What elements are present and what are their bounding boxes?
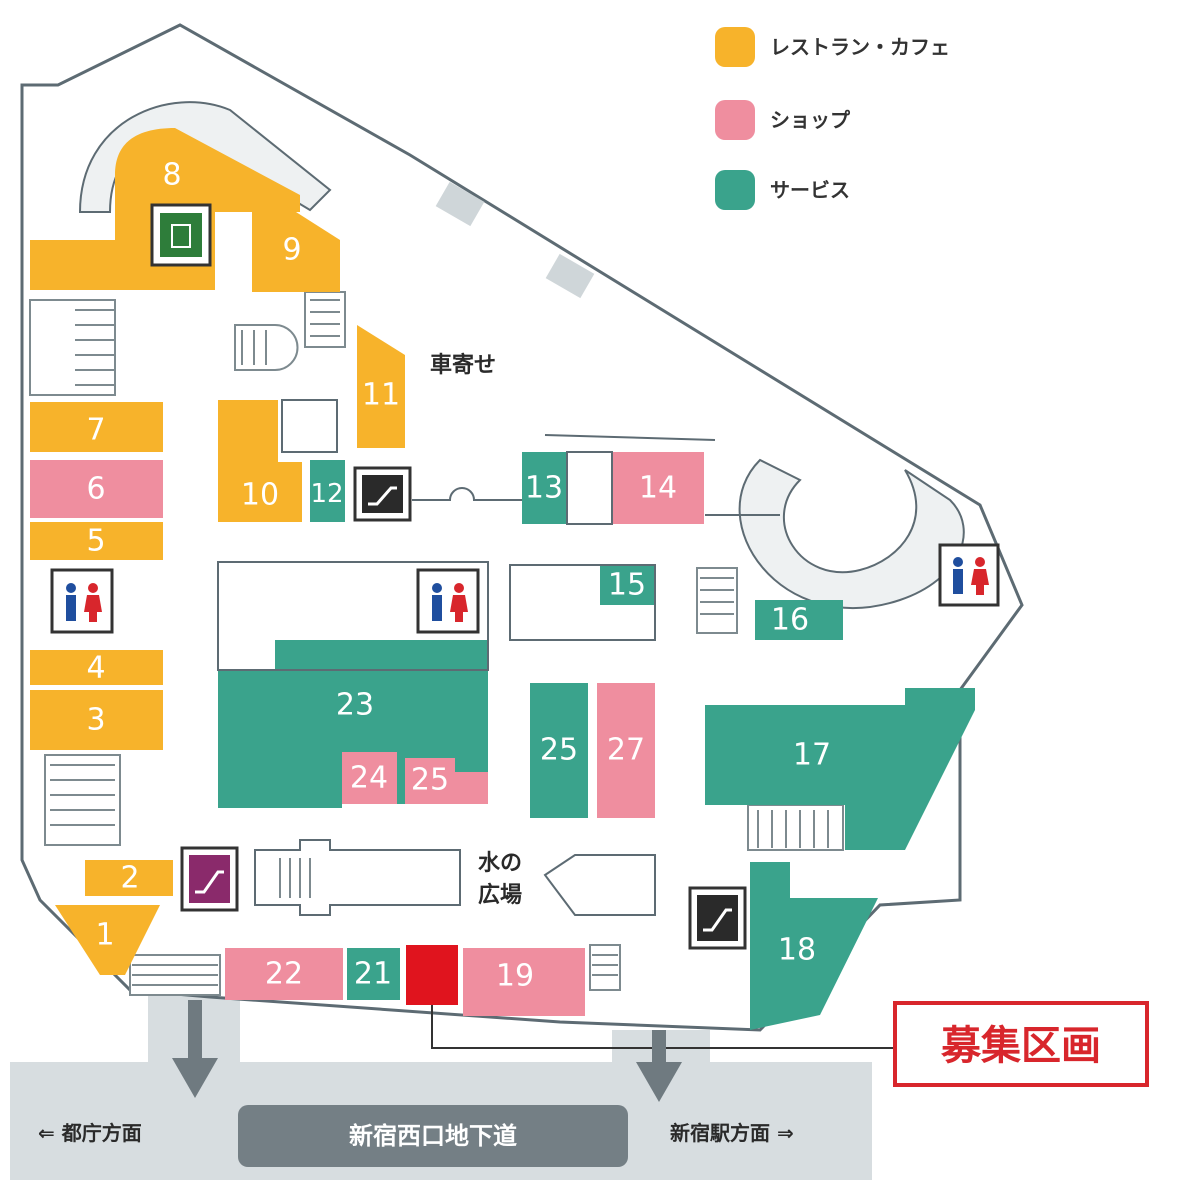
svg-text:2: 2	[120, 861, 139, 896]
unit-27[interactable]: 27	[597, 683, 655, 818]
svg-text:15: 15	[608, 568, 646, 603]
to-station-label[interactable]: 新宿駅方面 ⇒	[670, 1121, 794, 1145]
svg-text:募集区画: 募集区画	[940, 1023, 1101, 1069]
svg-text:16: 16	[771, 603, 809, 638]
corridor-line-13	[412, 487, 522, 501]
svg-text:8: 8	[162, 158, 181, 193]
unit-24[interactable]: 24	[342, 752, 397, 804]
legend-swatch-shop	[715, 100, 755, 140]
water-plaza-right	[543, 854, 656, 916]
plaza-stairs	[279, 858, 311, 898]
svg-text:22: 22	[265, 957, 303, 992]
restroom-icon	[938, 543, 1000, 607]
stairs-left-lower	[44, 754, 121, 846]
legend-shop: ショップ	[770, 108, 851, 132]
unit-21[interactable]: 21	[347, 948, 400, 1000]
water-plaza-label-2: 広場	[478, 882, 522, 908]
to-city-hall-label[interactable]: ⇐ 都庁方面	[38, 1121, 142, 1145]
stairs-mid-right	[696, 567, 738, 634]
unit-14[interactable]: 14	[612, 452, 704, 524]
unit-17[interactable]: 17	[705, 688, 975, 850]
svg-text:4: 4	[86, 651, 105, 686]
unit-25-service[interactable]: 25	[530, 683, 588, 818]
unit-3[interactable]: 3	[30, 690, 163, 750]
svg-text:17: 17	[793, 738, 831, 773]
svg-text:13: 13	[525, 471, 563, 506]
restroom-icon	[416, 568, 480, 634]
svg-text:25: 25	[411, 763, 449, 798]
drop-off-label: 車寄せ	[430, 352, 496, 378]
svg-text:24: 24	[350, 761, 388, 796]
unit-18[interactable]: 18	[750, 862, 878, 1030]
corridor-line-top	[544, 434, 716, 441]
stairs-17	[747, 804, 844, 851]
unit-23[interactable]: 23	[218, 640, 488, 808]
water-plaza-left	[254, 839, 461, 916]
unit-22[interactable]: 22	[225, 948, 343, 1000]
escalator-icon	[353, 466, 412, 522]
unit-11[interactable]: 11	[357, 325, 405, 448]
svg-text:1: 1	[95, 918, 114, 953]
passage-bar	[238, 1105, 628, 1167]
empty-room-top	[281, 399, 338, 453]
unit-7[interactable]: 7	[30, 402, 163, 452]
legend-swatch-service	[715, 170, 755, 210]
elevator-icon	[150, 203, 212, 267]
stairs-bottom-left	[129, 954, 221, 996]
spiral-stair-right	[738, 458, 965, 609]
svg-text:11: 11	[362, 378, 400, 413]
vacant-callout: 募集区画	[893, 1001, 1149, 1087]
unit-6[interactable]: 6	[30, 460, 163, 518]
svg-text:25: 25	[540, 733, 578, 768]
empty-room-13-14	[566, 451, 613, 525]
svg-text:9: 9	[282, 233, 301, 268]
escalator-icon	[688, 886, 747, 950]
svg-text:23: 23	[336, 688, 374, 723]
stairs-round	[234, 324, 299, 371]
unit-10[interactable]: 10	[218, 400, 302, 522]
stairs-left-upper	[29, 299, 116, 396]
unit-2[interactable]: 2	[85, 860, 173, 896]
empty-room-15	[509, 564, 656, 641]
svg-text:18: 18	[778, 933, 816, 968]
unit-1[interactable]: 1	[55, 905, 160, 975]
unit-16[interactable]: 16	[755, 600, 843, 640]
svg-text:21: 21	[354, 957, 392, 992]
unit-12[interactable]: 12	[310, 460, 345, 522]
stairs-center-top	[304, 291, 346, 348]
diagonal-stair-1	[435, 181, 485, 227]
svg-text:6: 6	[86, 472, 105, 507]
svg-text:12: 12	[310, 479, 343, 509]
legend-swatch-restaurant	[715, 27, 755, 67]
arrow-down-icon	[636, 1030, 682, 1102]
unit-4[interactable]: 4	[30, 650, 163, 686]
water-plaza-label: 水の	[478, 851, 522, 876]
unit-9[interactable]: 9	[252, 205, 340, 292]
svg-text:5: 5	[86, 524, 105, 559]
svg-text:14: 14	[639, 471, 677, 506]
stairs-bottom-right	[589, 944, 621, 991]
vacant-callout-line	[431, 1005, 895, 1049]
passage-label: 新宿西口地下道	[349, 1122, 517, 1150]
legend-service: サービス	[770, 178, 850, 202]
escalator-icon	[180, 846, 239, 912]
diagonal-stair-2	[545, 253, 595, 299]
arrow-down-icon	[172, 1000, 218, 1098]
restroom-icon	[50, 568, 114, 634]
vacant-unit[interactable]	[406, 945, 458, 1005]
svg-text:7: 7	[86, 413, 105, 448]
unit-15[interactable]: 15	[600, 565, 655, 605]
unit-5[interactable]: 5	[30, 522, 163, 560]
unit-25-shop[interactable]: 25	[405, 758, 488, 804]
unit-19[interactable]: 19	[463, 948, 585, 1016]
svg-text:3: 3	[86, 703, 105, 738]
empty-room-23	[217, 561, 489, 671]
unit-13[interactable]: 13	[522, 452, 567, 524]
svg-text:10: 10	[241, 478, 279, 513]
legend-restaurant: レストラン・カフェ	[770, 35, 950, 59]
svg-text:27: 27	[607, 733, 645, 768]
legend: レストラン・カフェ ショップ サービス	[715, 27, 950, 210]
svg-text:19: 19	[496, 959, 534, 994]
